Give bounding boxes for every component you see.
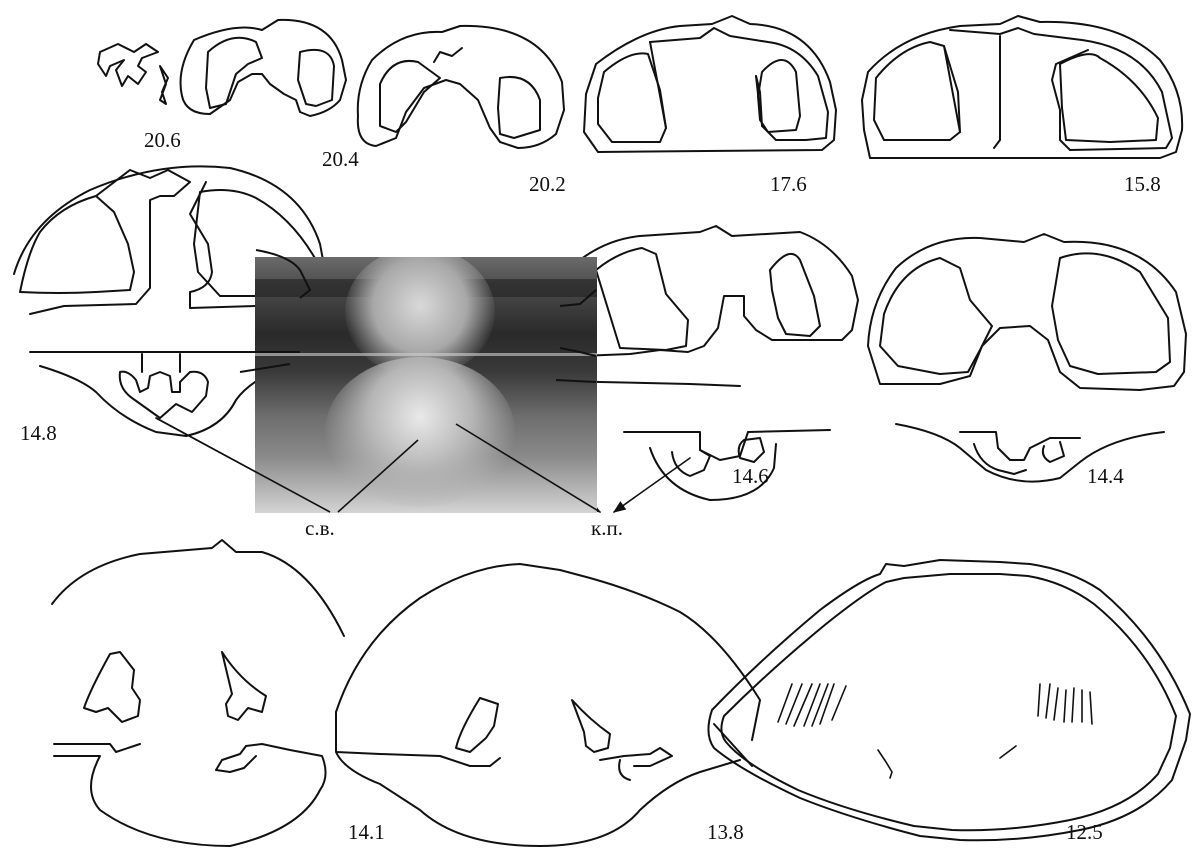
label-section-17-6: 17.6 bbox=[770, 174, 807, 195]
label-section-15-8: 15.8 bbox=[1124, 174, 1161, 195]
label-section-20-6: 20.6 bbox=[144, 130, 181, 151]
label-section-14-6: 14.6 bbox=[732, 466, 769, 487]
label-section-20-4: 20.4 bbox=[322, 149, 359, 170]
label-section-14-8: 14.8 bbox=[20, 423, 57, 444]
label-section-13-8: 13.8 bbox=[707, 822, 744, 843]
label-section-12-5: 12.5 bbox=[1066, 822, 1103, 843]
label-section-14-1: 14.1 bbox=[348, 822, 385, 843]
annotation-sv: с.в. bbox=[305, 518, 335, 539]
annotation-kp: к.п. bbox=[591, 518, 623, 539]
label-section-14-4: 14.4 bbox=[1087, 466, 1124, 487]
label-section-20-2: 20.2 bbox=[529, 174, 566, 195]
